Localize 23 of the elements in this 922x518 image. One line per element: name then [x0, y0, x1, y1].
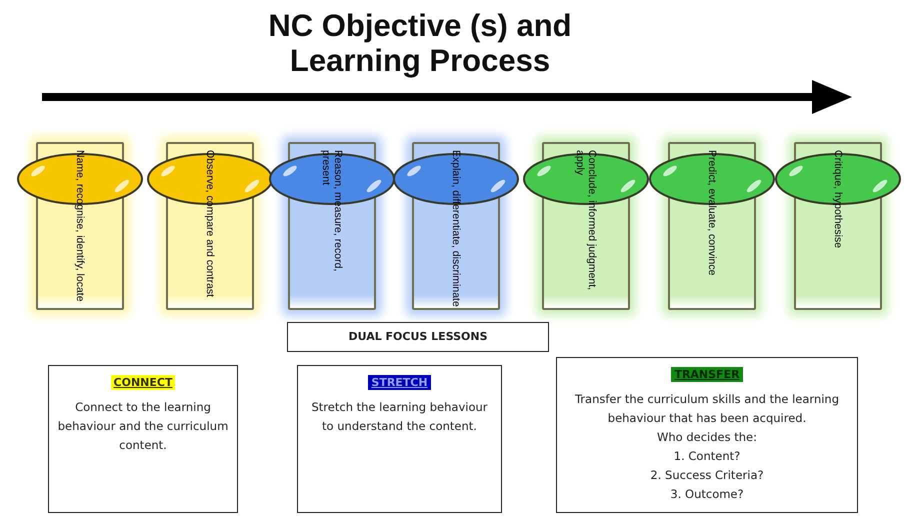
skill-label: Name, recognise, identify, locate — [74, 150, 86, 304]
banner-box — [287, 322, 549, 352]
skill-label: Explain, differentiate, discriminate — [450, 150, 462, 308]
stage-heading: STRETCH — [368, 375, 431, 390]
skill-label: Reason, measure, record, present — [320, 150, 344, 274]
skill-label: Predict, evaluate, convince — [706, 150, 718, 278]
stage-description: Transfer the curriculum skills and the learning behaviour that has been acquired. — [574, 391, 840, 427]
stage-description: Connect to the learning behaviour and the curriculum content. — [57, 399, 229, 454]
stage-card — [556, 357, 858, 513]
section-label: DUAL FOCUS LESSONS — [347, 329, 489, 345]
stage-description: 3. Outcome? — [669, 486, 745, 503]
stage-card — [297, 365, 502, 513]
title: NC Objective (s) and Learning Process — [267, 8, 573, 78]
stage-heading: TRANSFER — [671, 367, 743, 382]
stage-description: 1. Content? — [672, 448, 742, 465]
skill-label: Critique, hypothesise — [832, 150, 844, 250]
stage-description: Who decides the: — [656, 429, 758, 446]
stage-description: Stretch the learning behaviour to understand the content. — [310, 399, 488, 435]
stage-heading: CONNECT — [110, 375, 176, 390]
stage-description: 2. Success Criteria? — [649, 467, 765, 484]
skill-label: Conclude, informed judgment, apply — [574, 150, 598, 292]
skill-label: Observe, compare and contrast — [204, 150, 216, 300]
stage-card — [48, 365, 238, 513]
